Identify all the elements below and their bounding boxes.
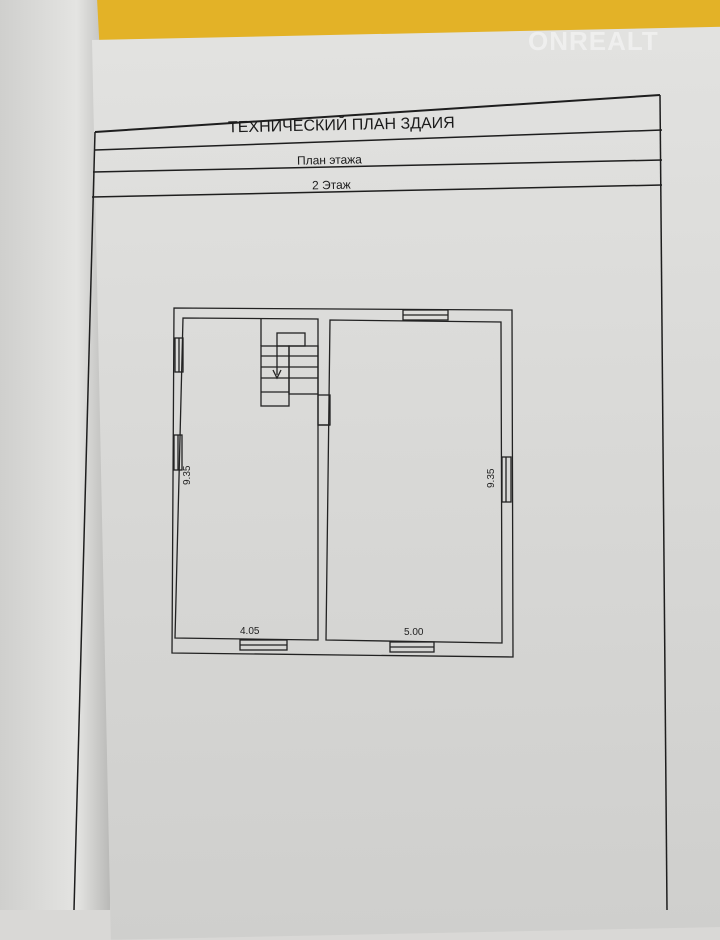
floor-label: 2 Этаж: [311, 177, 351, 193]
frame-top-line: [94, 94, 661, 133]
frame-line: [94, 129, 663, 151]
staircase: [260, 319, 319, 407]
plan-subtitle: План этажа: [296, 152, 362, 168]
window: [173, 434, 183, 471]
window: [501, 456, 512, 503]
window: [239, 639, 288, 651]
outer-wall: [171, 307, 514, 658]
left-page: [0, 0, 110, 910]
floor-plan: [171, 307, 514, 658]
right-room-height-label: 9.35: [486, 468, 497, 488]
right-room: [325, 319, 503, 644]
door: [317, 394, 331, 426]
document-frame: 9.35 9.35 4.05 5.00: [73, 94, 668, 910]
right-room-width-label: 5.00: [404, 627, 424, 638]
frame-left: [73, 131, 96, 910]
left-room-height-label: 9.35: [182, 465, 193, 485]
watermark: ONREALT: [528, 26, 659, 56]
frame-right: [659, 94, 668, 910]
frame-line: [92, 159, 663, 173]
window: [174, 337, 184, 373]
left-room: [174, 317, 319, 641]
frame-line: [91, 184, 663, 198]
window: [402, 309, 449, 321]
left-room-width-label: 4.05: [240, 626, 260, 637]
window: [389, 641, 435, 653]
arrow-down-icon: [272, 369, 282, 380]
